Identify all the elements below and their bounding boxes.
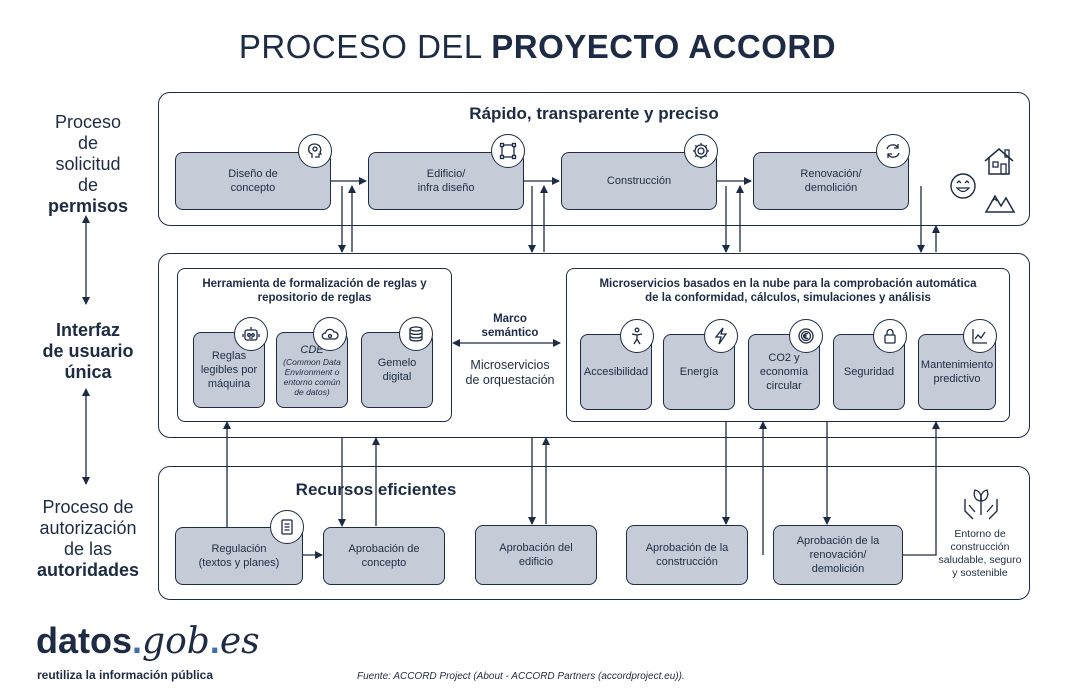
database-icon	[399, 317, 433, 351]
cloud-icon	[313, 317, 347, 351]
gear-icon	[684, 134, 718, 168]
plant-hands-icon	[964, 489, 998, 520]
microservices-heading: Microservicios basados en la nube para l…	[599, 278, 977, 304]
bottom-panel-heading: Recursos eficientes	[295, 480, 457, 499]
smiley-icon	[950, 173, 976, 199]
accessibility-icon	[620, 319, 654, 353]
lock-icon	[873, 319, 907, 353]
logo-tagline: reutiliza la información pública	[37, 668, 214, 682]
refresh-icon	[876, 134, 910, 168]
top-panel-heading: Rápido, transparente y preciso	[469, 104, 719, 123]
house-icon	[984, 148, 1014, 175]
document-icon	[270, 510, 304, 544]
datos-gob-logo: datos.gob.es	[36, 620, 260, 662]
rules-tool-heading: Herramienta de formalización de reglas y…	[202, 278, 427, 304]
mountain-icon	[984, 194, 1016, 213]
lightning-icon	[704, 319, 738, 353]
accessibility-item: Accesibilidad	[580, 334, 652, 410]
source-note: Fuente: ACCORD Project (About - ACCORD P…	[357, 671, 685, 682]
page-title: PROCESO DEL PROYECTO ACCORD	[238, 28, 837, 65]
brain-icon	[298, 134, 332, 168]
chart-icon	[963, 319, 997, 353]
frame-icon	[491, 134, 525, 168]
euro-coin-icon	[789, 319, 823, 353]
robot-icon	[234, 317, 268, 351]
